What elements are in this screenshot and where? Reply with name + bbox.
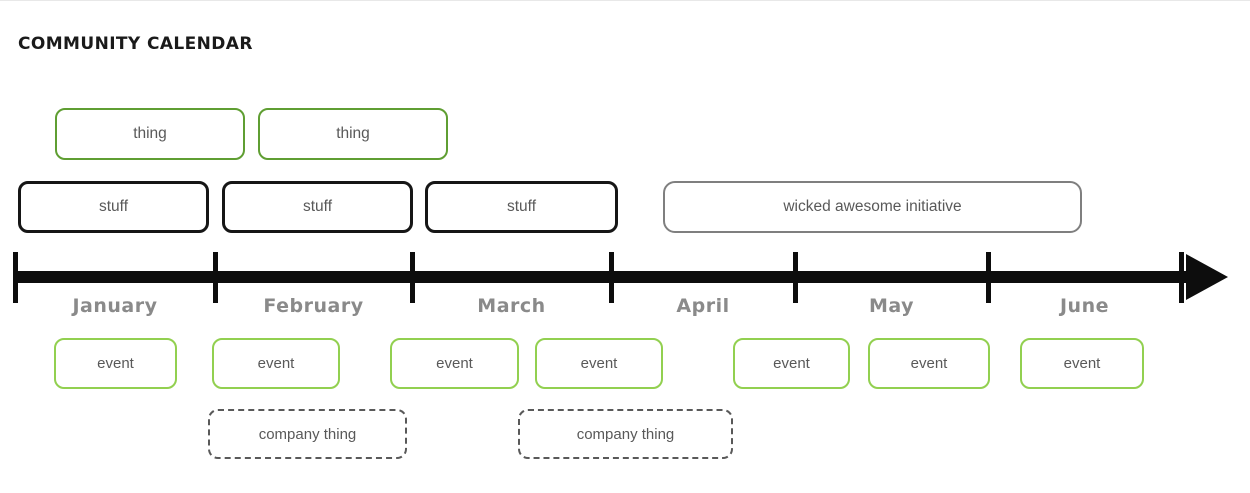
month-label-june: June	[1059, 295, 1109, 317]
timeline-bar	[14, 271, 1194, 283]
event-box: event	[54, 338, 177, 389]
event-box: event	[733, 338, 850, 389]
timeline-tick	[1179, 252, 1184, 303]
month-label-may: May	[868, 295, 915, 317]
thing-box: thing	[55, 108, 245, 160]
timeline-tick	[793, 252, 798, 303]
event-box: event	[212, 338, 340, 389]
month-label-march: March	[477, 295, 546, 317]
timeline-tick	[13, 252, 18, 303]
stuff-box: stuff	[425, 181, 618, 233]
event-box: event	[868, 338, 990, 389]
timeline-tick	[410, 252, 415, 303]
event-box: event	[1020, 338, 1144, 389]
timeline-arrowhead-icon	[1186, 254, 1228, 300]
timeline-tick	[986, 252, 991, 303]
stuff-box: stuff	[18, 181, 209, 233]
stuff-box: stuff	[222, 181, 413, 233]
thing-box: thing	[258, 108, 448, 160]
event-box: event	[390, 338, 519, 389]
company-thing-box: company thing	[518, 409, 733, 459]
initiative-box: wicked awesome initiative	[663, 181, 1082, 233]
timeline-tick	[609, 252, 614, 303]
month-label-april: April	[676, 295, 730, 317]
timeline-tick	[213, 252, 218, 303]
month-label-february: February	[263, 295, 364, 317]
company-thing-box: company thing	[208, 409, 407, 459]
month-label-january: January	[72, 295, 158, 317]
page-title: COMMUNITY CALENDAR	[18, 34, 253, 54]
event-box: event	[535, 338, 663, 389]
